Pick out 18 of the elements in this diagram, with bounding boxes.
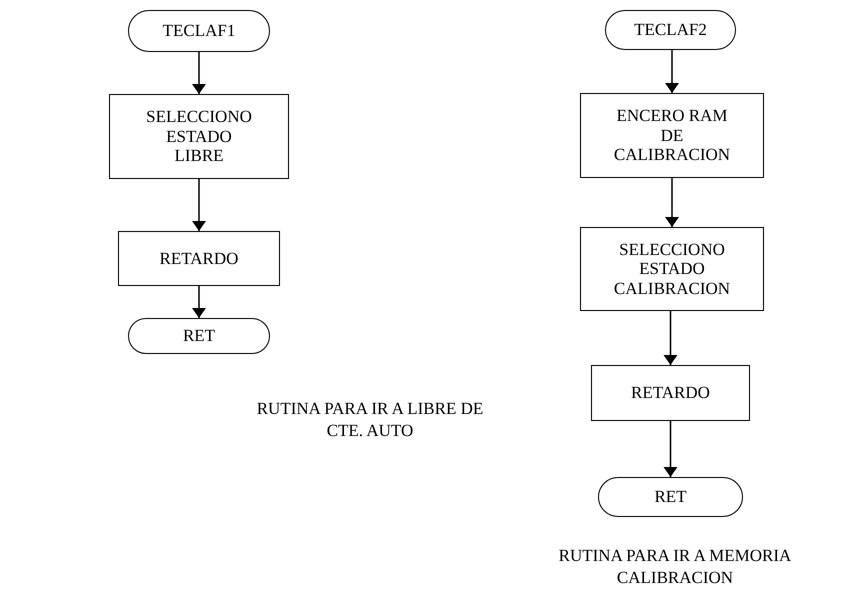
process-box: SELECCIONO ESTADO CALIBRACION [580,227,764,311]
terminal-shape: TECLAF1 [128,10,270,52]
process-box: ENCERO RAM DE CALIBRACION [580,93,764,178]
arrow [664,311,678,365]
terminal-shape: RET [128,318,270,354]
arrow [664,421,678,477]
process-box: SELECCIONO ESTADO LIBRE [109,94,289,179]
arrow [192,52,206,94]
terminal-shape: TECLAF2 [605,10,736,50]
process-box: RETARDO [591,365,750,421]
arrow [192,286,206,318]
process-box: RETARDO [118,231,280,286]
caption-text: RUTINA PARA IR A LIBRE DE CTE. AUTO [256,398,484,442]
terminal-shape: RET [598,477,743,517]
arrow [665,178,679,227]
arrow [192,179,206,231]
caption-text: RUTINA PARA IR A MEMORIA CALIBRACION [558,545,792,590]
arrow [665,50,679,93]
